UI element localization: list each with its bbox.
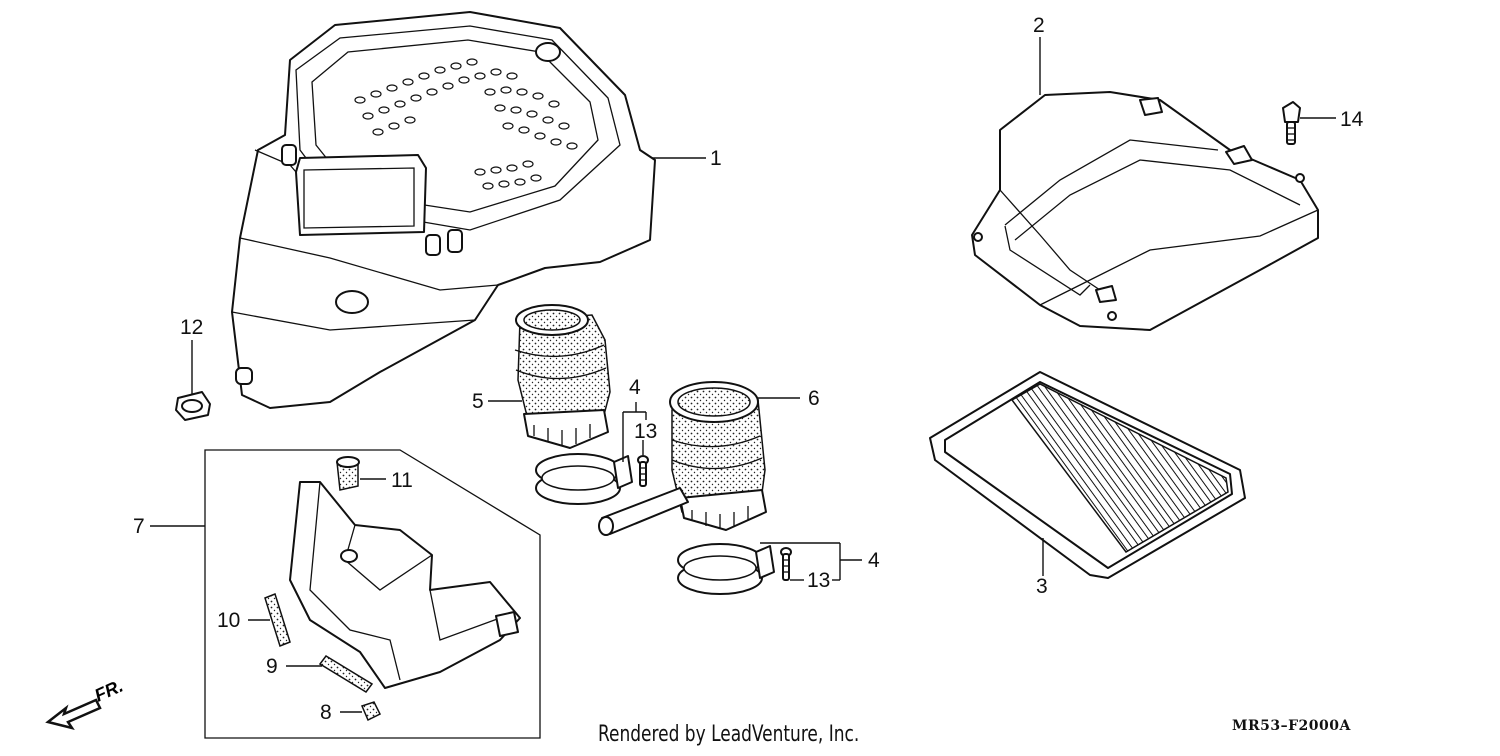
callout-13a: 13: [634, 420, 657, 443]
callout-3: 3: [1036, 575, 1048, 598]
callout-9: 9: [266, 655, 278, 678]
callout-8: 8: [320, 701, 332, 724]
callout-2: 2: [1033, 14, 1045, 37]
screw-13a: [637, 440, 649, 487]
callout-5: 5: [472, 390, 484, 413]
intake-duct-6: [598, 381, 800, 536]
callout-13b: 13: [807, 569, 830, 592]
callout-12: 12: [180, 316, 203, 339]
front-arrow-icon: FR.: [45, 676, 126, 730]
tube-9: [286, 655, 374, 693]
intake-duct-5: [488, 304, 611, 449]
cap-11: [336, 456, 386, 491]
clamp-band-4b: [677, 542, 862, 595]
sub-assembly-frame: [150, 449, 541, 739]
grommet-12: [175, 340, 211, 421]
callout-14: 14: [1340, 108, 1364, 131]
callout-4b: 4: [868, 549, 880, 572]
air-duct-7: [289, 481, 521, 689]
screw-13b: [780, 547, 804, 581]
air-filter-element: [929, 371, 1246, 579]
clip-8: [340, 701, 382, 722]
callout-4a: 4: [629, 376, 641, 399]
callout-10: 10: [217, 609, 240, 632]
clamp-band-4a: [535, 402, 647, 505]
front-marker-label: FR.: [91, 676, 126, 706]
air-cleaner-housing: [231, 11, 706, 409]
diagram-code: MR53–F2000A: [1232, 718, 1351, 734]
air-cleaner-cover: [971, 37, 1319, 331]
callout-11: 11: [391, 469, 413, 492]
credit-text: Rendered by LeadVenture, Inc.: [598, 722, 860, 747]
callout-1: 1: [710, 147, 722, 170]
callout-7: 7: [133, 515, 145, 538]
bolt-14: [1282, 101, 1336, 145]
callouts: 1 2 14 12 5 4 13 6 3 4 13 7 11 10 9 8: [133, 14, 1364, 724]
callout-6: 6: [808, 387, 820, 410]
tube-10: [248, 593, 291, 647]
